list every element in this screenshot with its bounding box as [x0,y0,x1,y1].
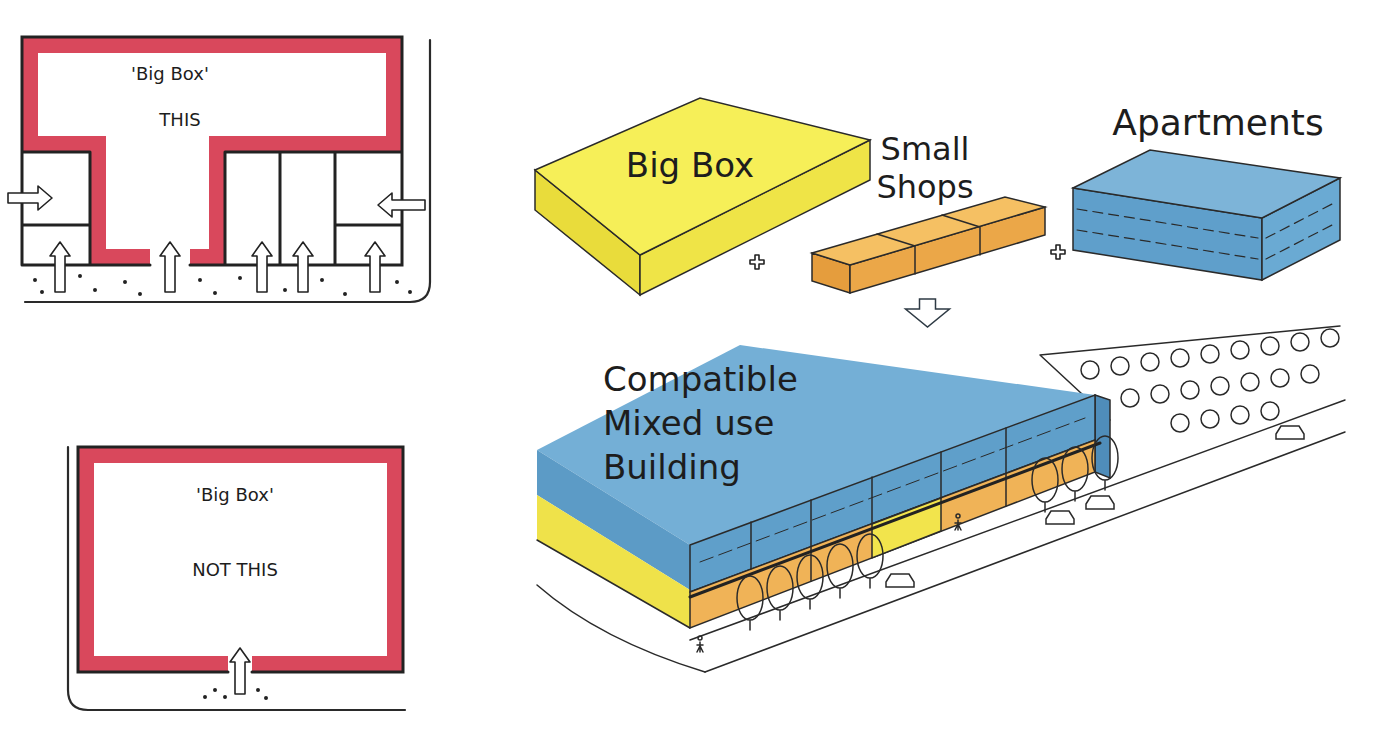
floor-line [1077,202,1336,259]
entry-arrow [8,186,52,210]
shop-divider [877,215,980,274]
node-label: Big Box [626,145,754,186]
node-label: Small Shops [850,130,1000,206]
text-holder: Big Box [626,145,754,186]
street-trees [737,436,1118,630]
street-edge [68,447,405,710]
text-holder: Small Shops [850,130,1000,206]
plus-symbol [750,255,764,269]
node-label: 'Big Box' [196,484,274,506]
apartments-block: Apartments [1066,98,1366,288]
big-box-red-band [86,455,395,664]
entry-arrow [365,242,385,292]
street-edge [25,40,430,302]
building-side [537,495,690,628]
entry-arrow [252,242,272,292]
person [697,514,961,652]
entry-arrow [50,242,70,292]
small-shops-block: Small Shops [805,125,1050,296]
car [886,426,1304,587]
mixed-use-building: Compatible Mixed use Building [533,328,1348,675]
pedestrian-dots [203,688,268,700]
pedestrian-dots [33,274,412,296]
block-top [812,197,1045,265]
building-outline [78,447,403,672]
node-label: NOT THIS [192,559,278,581]
text-holder: 'Big Box' [196,484,274,506]
site-plan: 'Big Box' NOT THIS [60,440,415,715]
node-label: 'Big Box' [131,63,209,85]
site-plan: 'Big Box' THIS [3,30,435,310]
node-label: Apartments [1112,101,1323,144]
text-holder: Apartments [1112,101,1323,144]
plus-symbol [1051,245,1065,259]
text-holder: THIS [159,109,200,131]
block-top [535,98,870,255]
entry-arrow [378,193,425,217]
text-holder: Compatible Mixed use Building [603,357,861,489]
block-top [1073,150,1340,218]
entry-arrow [160,242,180,292]
merge-arrow [906,299,950,327]
node-label: Compatible Mixed use Building [603,357,861,489]
entry-arrow [230,648,250,694]
parking-trees [1081,329,1339,432]
building-outline [22,37,402,265]
entry-arrow [293,242,313,292]
text-holder: NOT THIS [192,559,278,581]
text-holder: 'Big Box' [131,63,209,85]
node-label: THIS [159,109,200,131]
site-plan-drawing [3,30,435,310]
